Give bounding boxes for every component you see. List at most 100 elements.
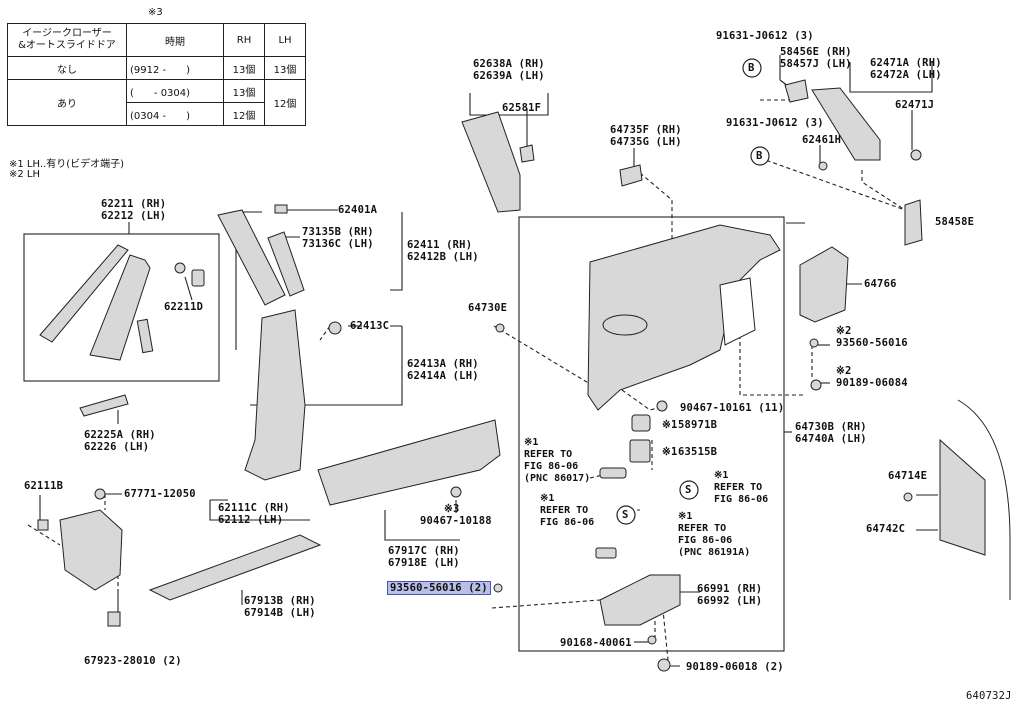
part-label: 90189-06018 (2) (686, 661, 784, 673)
clip-67923 (107, 611, 121, 627)
clip-62111B (37, 519, 49, 531)
strip-73135B (267, 231, 305, 297)
part-label: 62411 (RH) (407, 239, 473, 251)
part-label: 64714E (888, 470, 928, 482)
refer-note-2: ※1 REFER TO FIG 86-06 (714, 470, 769, 505)
part-label: 64730E (468, 302, 508, 314)
table-header-rh: RH (223, 23, 265, 57)
refer-note-86017: ※1 REFER TO FIG 86-06 (PNC 86017) (524, 437, 591, 484)
refer-note-1: ※1 REFER TO FIG 86-06 (540, 493, 595, 528)
mark-label: ※1 (662, 446, 678, 458)
cover-64766 (799, 246, 849, 323)
clip-62413C (328, 321, 342, 335)
part-label: 58457J (LH) (780, 58, 852, 70)
mark-label: ※2 (836, 365, 852, 377)
screw-93560a (809, 338, 819, 348)
part-label: 62401A (338, 204, 378, 216)
speaker-grille (602, 314, 648, 336)
highlighted-part-label[interactable]: 93560-56016 (2) (387, 581, 491, 595)
part-label: 91631-J0612 (3) (726, 117, 824, 129)
part-label: 67771-12050 (124, 488, 196, 500)
pillar-trim-62638A (461, 111, 521, 213)
note-1: ※1 LH..有り(ビデオ端子) (9, 159, 124, 170)
spec-table: イージークローザー &オートスライドドア 時期 RH LH なし (9912 -… (7, 23, 306, 126)
fastener-90467b (450, 486, 462, 498)
part-label: 58456E (RH) (780, 46, 852, 58)
part-label: 62471A (RH) (870, 57, 942, 69)
inset-box-64730B (518, 216, 785, 652)
table-header-option: イージークローザー &オートスライドドア (7, 23, 127, 57)
part-label: 64735F (RH) (610, 124, 682, 136)
part-label: 90168-40061 (560, 637, 632, 649)
callout-s-1: S (685, 484, 692, 496)
note-2: ※2 LH (9, 169, 41, 180)
fastener-62211D (191, 269, 205, 287)
bracket-64735F (619, 164, 643, 187)
table-row: (0304 - ) 12個 (8, 102, 306, 126)
part-label: 58458E (935, 216, 975, 228)
mark-label: ※3 (444, 503, 460, 515)
part-label: 67917C (RH) (388, 545, 460, 557)
bracket-58456E (784, 79, 809, 103)
part-label: 62414A (LH) (407, 370, 479, 382)
part-label: 62639A (LH) (473, 70, 545, 82)
pillar-trim-62413A (244, 309, 306, 481)
table-note-header: ※3 (148, 7, 163, 18)
clip-62461H (818, 161, 828, 171)
pillar-trim-62471A (811, 87, 881, 161)
clip-62581F (519, 144, 535, 163)
clip-90189b (657, 658, 671, 672)
part-label: 62111C (RH) (218, 502, 290, 514)
callout-circle-s-2 (616, 505, 636, 525)
screw-90168 (647, 635, 657, 645)
part-label: 62471J (895, 99, 935, 111)
part-label: 64766 (864, 278, 897, 290)
part-label: 62461H (802, 134, 842, 146)
part-label: 64742C (866, 523, 906, 535)
bracket-58458E (904, 199, 923, 246)
panel-64742C (939, 438, 986, 556)
part-shapes (37, 79, 986, 672)
pillar-trim-62211 (39, 244, 129, 343)
part-label: 58971B (678, 419, 718, 431)
part-label: 90467-10188 (420, 515, 492, 527)
trim-opening (719, 277, 756, 346)
mark-label: ※2 (836, 325, 852, 337)
table-row: なし (9912 - ) 13個 13個 (7, 56, 306, 80)
part-label: 91631-J0612 (3) (716, 30, 814, 42)
clip-62211 (136, 318, 154, 354)
refer-note-86191A: ※1 REFER TO FIG 86-06 (PNC 86191A) (678, 511, 751, 558)
harness-86017 (599, 467, 627, 479)
callout-b-1: B (748, 62, 755, 74)
part-label: 62226 (LH) (84, 441, 150, 453)
part-label: 90467-10161 (11) (680, 402, 785, 414)
part-label: 67923-28010 (2) (84, 655, 182, 667)
mark-label: ※1 (662, 419, 678, 431)
part-label: 62413C (350, 320, 390, 332)
part-63515B (629, 439, 651, 463)
part-label: 64735G (LH) (610, 136, 682, 148)
box-66991 (599, 574, 681, 626)
clip-64714E (903, 492, 913, 502)
harness-86191A (595, 547, 617, 559)
part-label: 62211 (RH) (101, 198, 167, 210)
callout-circle-b-1 (742, 58, 762, 78)
part-label: 64730B (RH) (795, 421, 867, 433)
callout-circle-b-2 (750, 146, 770, 166)
strip-62225A (79, 394, 129, 417)
clip-62401A (274, 204, 288, 214)
part-label: 90189-06084 (836, 377, 908, 389)
part-label: 62111B (24, 480, 64, 492)
clip-62471J (910, 149, 922, 161)
part-label: 62413A (RH) (407, 358, 479, 370)
part-label: 62112 (LH) (218, 514, 284, 526)
clip-64730E (495, 323, 505, 333)
part-label: 64740A (LH) (795, 433, 867, 445)
part-label: 73136C (LH) (302, 238, 374, 250)
part-label: 67914B (LH) (244, 607, 316, 619)
part-58971B (631, 414, 651, 432)
callout-b-2: B (756, 150, 763, 162)
tray-67917C (317, 419, 501, 506)
